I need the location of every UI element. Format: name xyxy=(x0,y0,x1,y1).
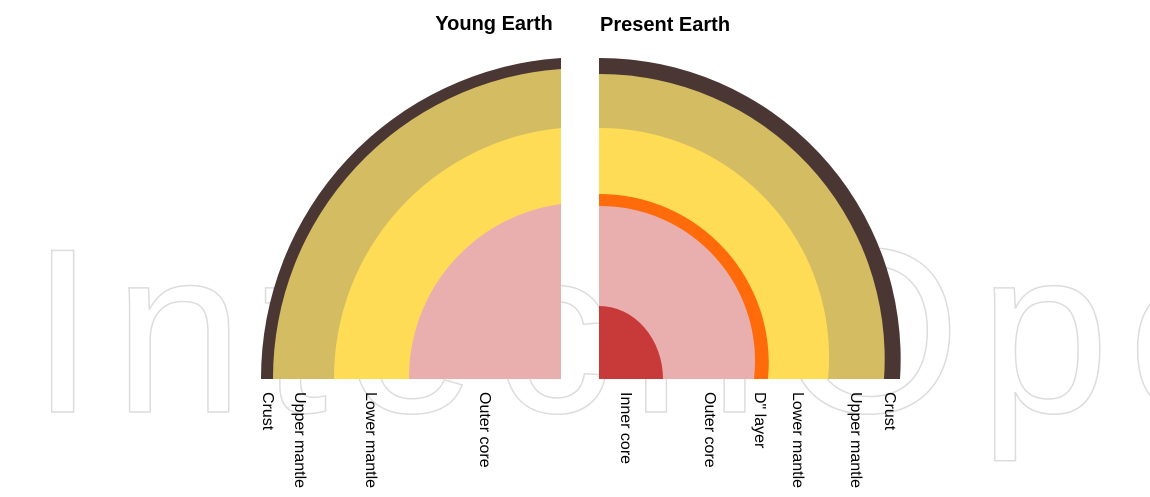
young-earth-outer-core xyxy=(408,204,561,379)
present-earth-label-d-layer: D" layer xyxy=(751,392,768,449)
present-earth-label-outer-core: Outer core xyxy=(701,392,718,468)
young-earth-title: Young Earth xyxy=(435,13,552,35)
young-earth-panel: Young Earth Crust Upper mantle Lower man… xyxy=(259,13,561,488)
present-earth-label-upper-mantle: Upper mantle xyxy=(847,392,864,488)
present-earth-label-crust: Crust xyxy=(881,392,898,431)
present-earth-panel: Present Earth Crust Upper mantle Lower m… xyxy=(599,14,901,488)
present-earth-label-lower-mantle: Lower mantle xyxy=(789,392,806,488)
present-earth-label-inner-core: Inner core xyxy=(617,392,634,464)
present-earth-inner-core xyxy=(599,306,663,379)
watermark: IntechOpen xyxy=(30,199,1150,462)
young-earth-label-lower-mantle: Lower mantle xyxy=(362,392,379,488)
young-earth-label-upper-mantle: Upper mantle xyxy=(291,392,308,488)
young-earth-label-outer-core: Outer core xyxy=(476,392,493,468)
young-earth-label-crust: Crust xyxy=(259,392,276,431)
present-earth-title: Present Earth xyxy=(600,14,730,36)
